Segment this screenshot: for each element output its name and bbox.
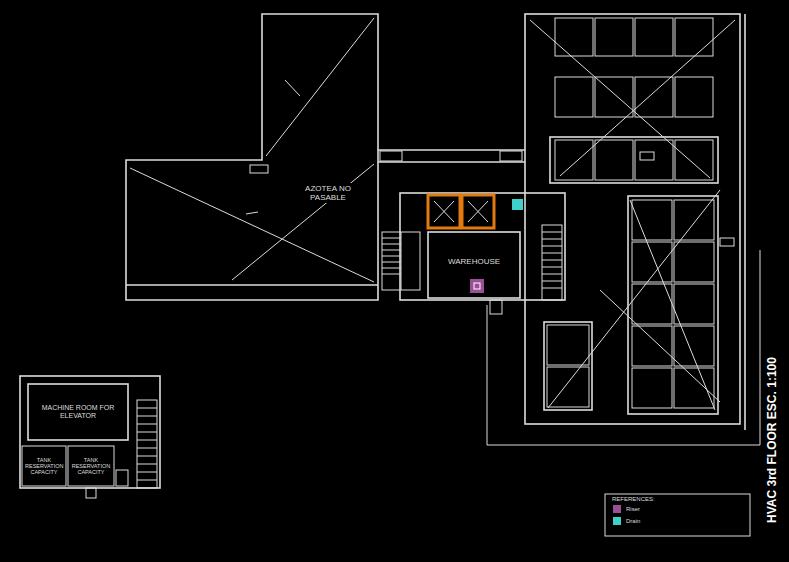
elevator-cross [434,201,488,222]
legend-swatch [613,517,621,525]
legend-frame [605,494,750,536]
tank-wall [68,446,114,486]
room-name: AZOTEA NO PASABLE [294,184,362,202]
legend-heading: REFERENCES: [612,496,655,502]
stair [137,400,157,488]
column [380,151,402,161]
boundary [487,250,760,445]
room-label: TANK RESERVATION CAPACITY [23,456,65,477]
room-wall [428,232,520,298]
wall [744,14,746,430]
room-label: WAREHOUSE [439,256,509,267]
room-name: TANK RESERVATION CAPACITY [25,457,63,476]
slope-line [266,18,374,156]
roof-outline [126,14,378,300]
room-label: AZOTEA NO PASABLE [292,183,364,203]
sheet-title: HVAC 3rd FLOOR ESC. 1:100 [765,357,779,523]
wall [126,284,378,286]
legend-swatch [613,505,621,513]
drain [640,152,654,160]
slope-line [232,164,374,280]
core-outline [400,193,565,300]
room-label: MACHINE ROOM FOR ELEVATOR [35,403,121,421]
column [490,300,502,314]
room-name: WAREHOUSE [441,257,507,266]
slope-arrow [285,80,300,96]
legend-entry: Riser [613,505,640,513]
room-label: TANK RESERVATION CAPACITY [69,456,113,477]
riser-mark [474,283,480,289]
room-name: TANK RESERVATION CAPACITY [71,457,111,476]
riser-mark [470,279,484,293]
stair [542,225,562,300]
legend-entry: Drain [613,517,640,525]
inset-outline [20,376,160,488]
room-grid [544,18,718,414]
legend-text: Riser [626,506,640,512]
slope-line [530,20,735,410]
slope-line [130,168,374,282]
building-outline [525,14,740,424]
room-wall [28,384,128,440]
slope-arrow [246,212,258,214]
drain-mark [512,199,523,210]
legend-text: Drain [626,518,640,524]
tank-wall [22,446,66,486]
drain [720,238,734,246]
column [116,470,128,486]
stair [382,232,420,290]
drain [250,165,268,173]
column [86,488,96,498]
room-name: MACHINE ROOM FOR ELEVATOR [37,404,119,420]
column [500,151,522,161]
